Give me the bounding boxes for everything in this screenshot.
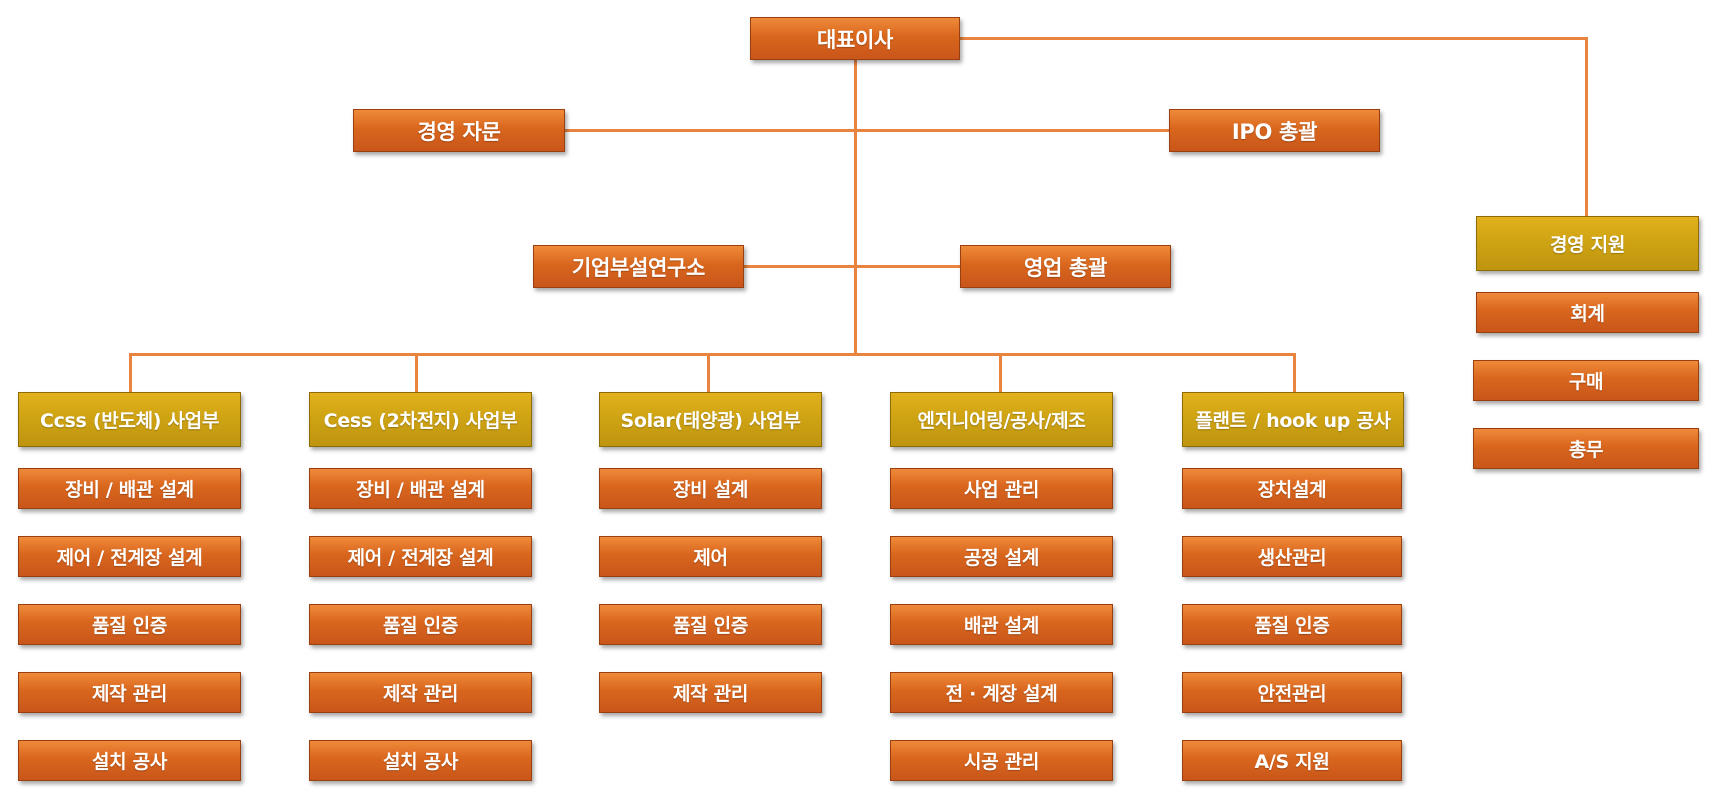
connector-rnd-sales xyxy=(743,265,961,268)
division-head-box: 엔지니어링/공사/제조 xyxy=(890,392,1113,447)
connector-ceo-trunk xyxy=(854,56,857,355)
division-head-box: Ccss (반도체) 사업부 xyxy=(18,392,241,447)
division-item-box: 배관 설계 xyxy=(890,604,1113,645)
ipo-box: IPO 총괄 xyxy=(1169,109,1380,152)
division-item-box: 제작 관리 xyxy=(599,672,822,713)
division-item-box: 시공 관리 xyxy=(890,740,1113,781)
support-item-box: 총무 xyxy=(1473,428,1699,469)
division-item-box: 제어 / 전계장 설계 xyxy=(309,536,532,577)
division-head-box: 플랜트 / hook up 공사 xyxy=(1182,392,1404,447)
connector-advisory-ipo xyxy=(564,129,1170,132)
rnd-box: 기업부설연구소 xyxy=(533,245,744,288)
division-item-box: 제작 관리 xyxy=(18,672,241,713)
connector-divisions-bus xyxy=(129,353,1296,356)
division-item-box: 제어 xyxy=(599,536,822,577)
connector-division-5 xyxy=(1293,353,1296,392)
division-item-box: A/S 지원 xyxy=(1182,740,1402,781)
division-item-box: 제어 / 전계장 설계 xyxy=(18,536,241,577)
division-item-box: 생산관리 xyxy=(1182,536,1402,577)
sales-box: 영업 총괄 xyxy=(960,245,1171,288)
connector-ceo-support-vertical xyxy=(1585,37,1588,216)
division-head-box: Solar(태양광) 사업부 xyxy=(599,392,822,447)
connector-division-2 xyxy=(415,353,418,392)
division-item-box: 안전관리 xyxy=(1182,672,1402,713)
connector-division-4 xyxy=(999,353,1002,392)
support-head-box: 경영 지원 xyxy=(1476,216,1699,271)
division-item-box: 사업 관리 xyxy=(890,468,1113,509)
advisory-box: 경영 자문 xyxy=(353,109,565,152)
connector-ceo-support-horizontal xyxy=(960,37,1587,40)
connector-division-1 xyxy=(129,353,132,392)
division-item-box: 전 · 계장 설계 xyxy=(890,672,1113,713)
division-item-box: 품질 인증 xyxy=(18,604,241,645)
division-item-box: 장비 / 배관 설계 xyxy=(18,468,241,509)
ceo-box: 대표이사 xyxy=(750,17,960,60)
support-item-box: 회계 xyxy=(1476,292,1699,333)
division-item-box: 품질 인증 xyxy=(1182,604,1402,645)
support-item-box: 구매 xyxy=(1473,360,1699,401)
division-item-box: 공정 설계 xyxy=(890,536,1113,577)
division-item-box: 설치 공사 xyxy=(309,740,532,781)
division-item-box: 설치 공사 xyxy=(18,740,241,781)
division-item-box: 장비 / 배관 설계 xyxy=(309,468,532,509)
division-item-box: 제작 관리 xyxy=(309,672,532,713)
division-item-box: 품질 인증 xyxy=(309,604,532,645)
division-item-box: 장비 설계 xyxy=(599,468,822,509)
connector-division-3 xyxy=(707,353,710,392)
division-item-box: 품질 인증 xyxy=(599,604,822,645)
division-head-box: Cess (2차전지) 사업부 xyxy=(309,392,532,447)
division-item-box: 장치설계 xyxy=(1182,468,1402,509)
